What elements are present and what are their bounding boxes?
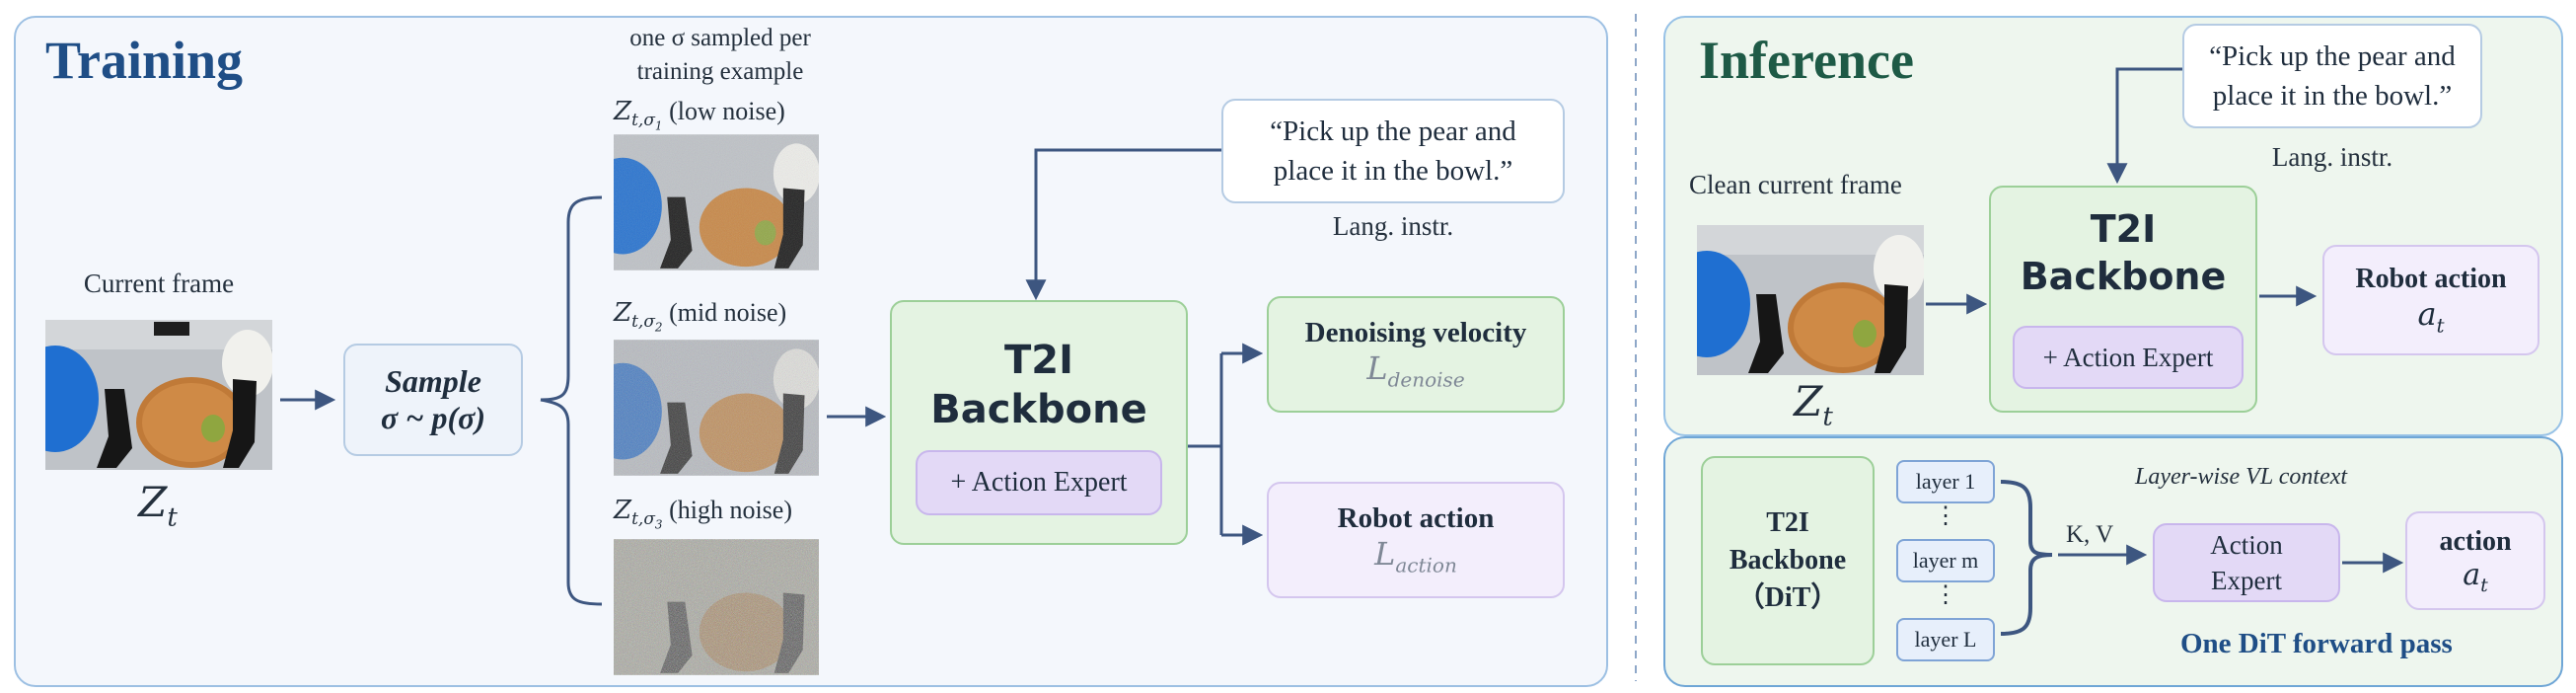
instruction-line2: place it in the bowl.” [1273, 155, 1513, 187]
dit-action-sym: a [2463, 557, 2481, 592]
kv-label: K, V [2066, 521, 2114, 548]
training-title: Training [45, 31, 244, 90]
zt-symbol: Z [138, 478, 168, 526]
sample-title: Sample [385, 363, 481, 399]
noise-mid-sub: t,σ [631, 312, 655, 333]
noise-high-text: (high noise) [669, 496, 792, 524]
denoise-loss: Ldenoise [1366, 349, 1464, 391]
dit-action-sub: t [2480, 574, 2488, 596]
inf-instruction-line2: place it in the bowl.” [2212, 80, 2453, 112]
dit-line2: Backbone [1729, 545, 1847, 576]
panel-divider [1635, 14, 1637, 681]
layer-1-box: layer 1 [1896, 460, 1995, 503]
layer-wise-context-label: Layer-wise VL context [2135, 464, 2348, 490]
inf-zt-symbol: Z [1794, 377, 1823, 425]
inference-instruction-box: “Pick up the pear and place it in the bo… [2182, 24, 2482, 128]
action-loss: Laction [1374, 535, 1457, 577]
zt-subscript: t [167, 502, 178, 533]
backbone-title-line2: Backbone [930, 387, 1147, 432]
layer-m-box: layer m [1896, 539, 1995, 582]
noise-low-text: (low noise) [669, 97, 785, 125]
action-output-title: Robot action [1337, 502, 1495, 535]
sample-formula: σ ~ p(σ) [380, 400, 486, 435]
inf-robot-action-symbol: at [2417, 295, 2444, 337]
noise-label-low: Zt,σ1 (low noise) [614, 97, 785, 133]
sample-sigma-box: Sample σ ~ p(σ) [343, 344, 523, 456]
dit-action-symbol: at [2463, 558, 2488, 596]
dit-expert-line1: Action [2210, 530, 2283, 560]
inference-title: Inference [1699, 31, 1914, 90]
instruction-line1: “Pick up the pear and [1270, 116, 1516, 147]
noise-high-idx: 3 [654, 517, 663, 532]
inf-action-sym: a [2417, 294, 2437, 333]
layer-brace [2000, 480, 2053, 636]
zt-label: Zt [128, 478, 187, 532]
layer-dots-1: ⋮ [1934, 503, 1957, 529]
dit-action-output-box: action at [2405, 511, 2545, 610]
layer-dots-2: ⋮ [1934, 582, 1957, 608]
noise-low-sym: Z [614, 97, 632, 126]
sigma-brace [540, 195, 603, 606]
training-action-expert-box: + Action Expert [916, 450, 1162, 515]
sigma-note-line1: one σ sampled per [629, 25, 811, 51]
noise-label-mid: Zt,σ2 (mid noise) [614, 298, 786, 335]
dit-line1: T2I [1766, 507, 1809, 538]
noisy-frame-low [614, 134, 819, 270]
inf-robot-action-title: Robot action [2355, 263, 2507, 294]
inference-action-expert-box: + Action Expert [2013, 326, 2244, 389]
inf-instruction-line1: “Pick up the pear and [2209, 40, 2456, 72]
training-instruction-box: “Pick up the pear and place it in the bo… [1221, 99, 1565, 203]
noise-label-high: Zt,σ3 (high noise) [614, 496, 792, 532]
inf-zt-label: Zt [1784, 377, 1843, 431]
current-frame-label: Current frame [83, 269, 235, 298]
noise-low-sub: t,σ [631, 111, 655, 131]
noise-high-sym: Z [614, 496, 632, 525]
noise-high-sub: t,σ [631, 509, 655, 530]
dit-expert-line2: Expert [2211, 566, 2282, 595]
denoise-title: Denoising velocity [1304, 317, 1527, 349]
dit-forward-pass-label: One DiT forward pass [2180, 628, 2453, 659]
dit-line3: （DiT） [1736, 582, 1839, 613]
clean-frame-image [1697, 225, 1924, 375]
dit-backbone-box: T2I Backbone （DiT） [1701, 456, 1875, 665]
arrow-instr-to-backbone [1025, 148, 1221, 301]
inference-instruction-caption: Lang. instr. [2271, 142, 2393, 172]
noise-mid-idx: 2 [654, 320, 663, 335]
arrow-backbone-split [1188, 353, 1223, 535]
denoise-loss-sym: L [1366, 349, 1388, 388]
noise-mid-sym: Z [614, 298, 632, 328]
noisy-frame-high [614, 539, 819, 675]
dit-action-title: action [2439, 525, 2512, 557]
layer-L-box: layer L [1896, 618, 1995, 661]
inf-backbone-line2: Backbone [2020, 255, 2227, 298]
backbone-title-line1: T2I [1004, 338, 1073, 383]
denoise-loss-sub: denoise [1387, 367, 1465, 392]
inf-zt-subscript: t [1822, 402, 1833, 432]
arrow-inf-instr-to-backbone [2106, 67, 2182, 185]
inference-robot-action-box: Robot action at [2322, 245, 2539, 355]
noisy-frame-mid [614, 340, 819, 476]
sigma-note: one σ sampled per training example [592, 22, 848, 89]
denoising-velocity-box: Denoising velocity Ldenoise [1267, 296, 1565, 413]
robot-action-output-box: Robot action Laction [1267, 482, 1565, 598]
inf-backbone-line1: T2I [2090, 207, 2157, 251]
inf-action-sub: t [2436, 313, 2445, 338]
action-loss-sub: action [1395, 553, 1457, 578]
clean-frame-label: Clean current frame [1689, 170, 1902, 199]
noise-low-idx: 1 [654, 118, 663, 133]
dit-action-expert-box: Action Expert [2153, 523, 2340, 602]
sigma-note-line2: training example [636, 58, 804, 85]
noise-mid-text: (mid noise) [669, 298, 787, 327]
action-loss-sym: L [1374, 535, 1396, 574]
training-instruction-caption: Lang. instr. [1332, 211, 1454, 241]
current-frame-image [45, 320, 272, 470]
